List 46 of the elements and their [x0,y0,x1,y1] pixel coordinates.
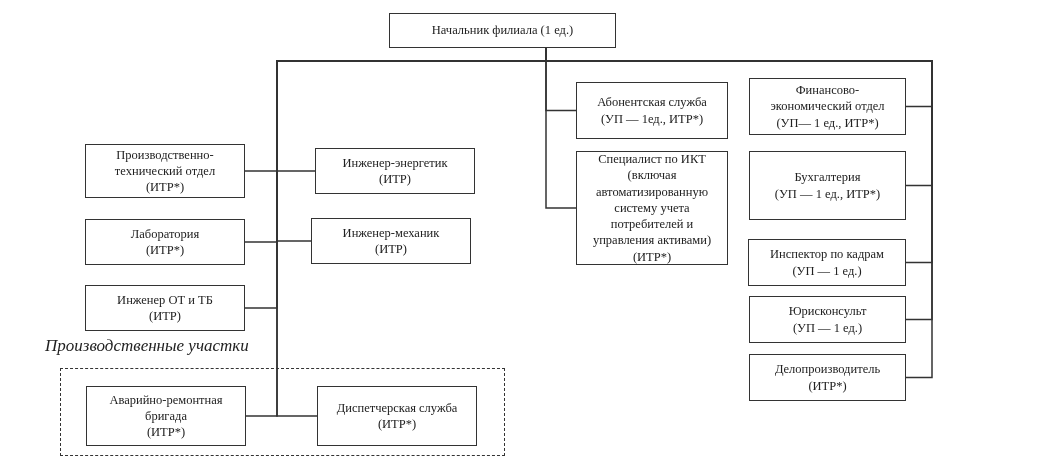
unit-name: Специалист по ИКТ [598,151,706,168]
unit-name: Финансово-экономический отдел [769,82,886,115]
unit-name: Абонентская служба [597,94,707,111]
unit-box [85,144,245,198]
unit-name: Производственно-технический отдел [113,146,217,180]
unit-note: (включая автоматизированную систему учета потребителей и управления активами) [591,167,713,249]
unit-note: (ИТР*) [632,248,672,265]
unit-name: Инженер ОТ и ТБ [117,291,213,308]
unit-name: Инспектор по кадрам [770,246,884,263]
unit-box [749,151,906,220]
unit-box [86,386,246,446]
unit-note: (ИТР) [375,241,407,258]
unit-box [311,218,471,264]
unit-note: (ИТР*) [146,424,186,441]
unit-note: (УП — 1 ед.) [792,262,862,279]
unit-box [317,386,477,446]
unit-box [748,239,906,286]
head-box [389,13,616,48]
unit-name: Юрисконсульт [788,303,867,320]
unit-note: (ИТР*) [808,377,847,394]
unit-note: (ИТР*) [145,242,185,259]
unit-box [85,219,245,265]
unit-box [315,148,475,194]
unit-note: (УП — 1 ед., ИТР*) [774,185,881,202]
unit-box [85,285,245,331]
unit-box [749,78,906,135]
unit-name: Начальник филиала (1 ед.) [431,22,574,39]
unit-note: (УП — 1 ед.) [792,319,863,336]
unit-name: Аварийно-ремонтная бригада [108,391,224,425]
unit-note: (ИТР*) [145,179,185,196]
unit-note: (УП— 1 ед., ИТР*) [776,114,879,131]
unit-box [576,151,728,265]
unit-name: Инженер-энергетик [342,154,448,171]
unit-note: (ИТР*) [377,416,417,433]
unit-note: (ИТР) [149,308,181,325]
unit-name: Бухгалтерия [794,169,861,186]
unit-note: (УП — 1ед., ИТР*) [600,110,704,127]
unit-box [749,354,906,401]
unit-name: Делопроизводитель [774,361,881,378]
unit-box [749,296,906,343]
unit-name: Инженер-механик [342,224,440,241]
unit-note: (ИТР) [379,171,411,188]
group-title: Производственные участки [45,336,249,357]
unit-name: Диспетчерская служба [336,399,458,416]
unit-name: Лаборатория [130,225,200,242]
unit-box [576,82,728,139]
